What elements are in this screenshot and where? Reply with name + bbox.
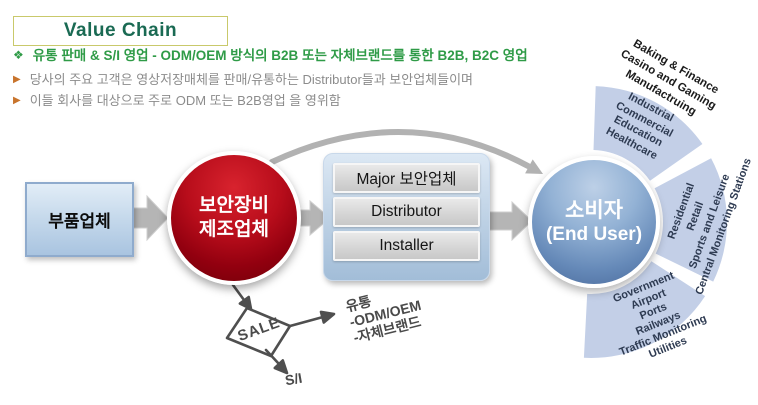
consumer-circle: 소비자 (End User) (528, 156, 660, 288)
wedge-right-sector (654, 158, 727, 282)
sale-in-arrowhead-icon (238, 295, 253, 311)
sale-down-arrow-line (264, 348, 281, 366)
manufacturer-label-line1: 보안장비 (199, 195, 269, 216)
supplier-box: 부품업체 (25, 182, 134, 257)
channel-label-2: Distributor (371, 203, 442, 220)
channel-label-3: Installer (379, 237, 434, 254)
bullet-line-1: ❖ 유통 판매 & S/I 영업 - ODM/OEM 방식의 B2B 또는 자체… (13, 47, 528, 64)
channel-label-1: Major 보안업체 (356, 171, 457, 188)
supplier-label: 부품업체 (48, 212, 111, 231)
arrow-supplier-to-maker-icon (129, 194, 169, 242)
diamond-bullet-icon: ❖ (13, 48, 24, 62)
sale-down-note: S/I (283, 369, 304, 389)
consumer-label-line2: (End User) (545, 223, 643, 245)
channel-row-major-security: Major 보안업체 (333, 163, 480, 193)
page-title: Value Chain (13, 16, 228, 46)
wedge-bottom-sector (583, 261, 706, 358)
sale-down-arrowhead-icon (273, 359, 289, 375)
triangle-bullet-icon: ▶ (13, 95, 21, 106)
sale-right-arrow-line (288, 315, 325, 328)
bullet-text-1: 유통 판매 & S/I 영업 - ODM/OEM 방식의 B2B 또는 자체브랜… (32, 48, 528, 63)
bullet-line-2: ▶ 당사의 주요 고객은 영상저장매체를 판매/유통하는 Distributor… (13, 71, 473, 88)
arrow-channel-to-consumer-icon (488, 200, 533, 242)
channel-row-installer: Installer (333, 231, 480, 261)
channel-row-distributor: Distributor (333, 197, 480, 227)
bullet-line-3: ▶ 이들 회사를 대상으로 주로 ODM 또는 B2B영업 을 영위함 (13, 92, 341, 109)
manufacturer-circle: 보안장비 제조업체 (167, 151, 301, 285)
wedge-top-sector (593, 86, 703, 181)
consumer-label-line1: 소비자 (565, 198, 623, 222)
manufacturer-label-line2: 제조업체 (199, 219, 269, 240)
triangle-bullet-icon: ▶ (13, 74, 21, 85)
curved-bypass-arrow-icon (269, 128, 543, 174)
page-title-label: Value Chain (63, 20, 178, 41)
bullet-text-2: 당사의 주요 고객은 영상저장매체를 판매/유통하는 Distributor들과… (29, 72, 474, 87)
channel-box: Major 보안업체 Distributor Installer (323, 153, 490, 281)
sale-in-arrow-line (231, 283, 246, 302)
sale-right-arrowhead-icon (319, 310, 336, 324)
sale-sketch (225, 283, 336, 375)
bullet-text-3: 이들 회사를 대상으로 주로 ODM 또는 B2B영업 을 영위함 (29, 93, 341, 108)
industry-ring (583, 86, 727, 358)
